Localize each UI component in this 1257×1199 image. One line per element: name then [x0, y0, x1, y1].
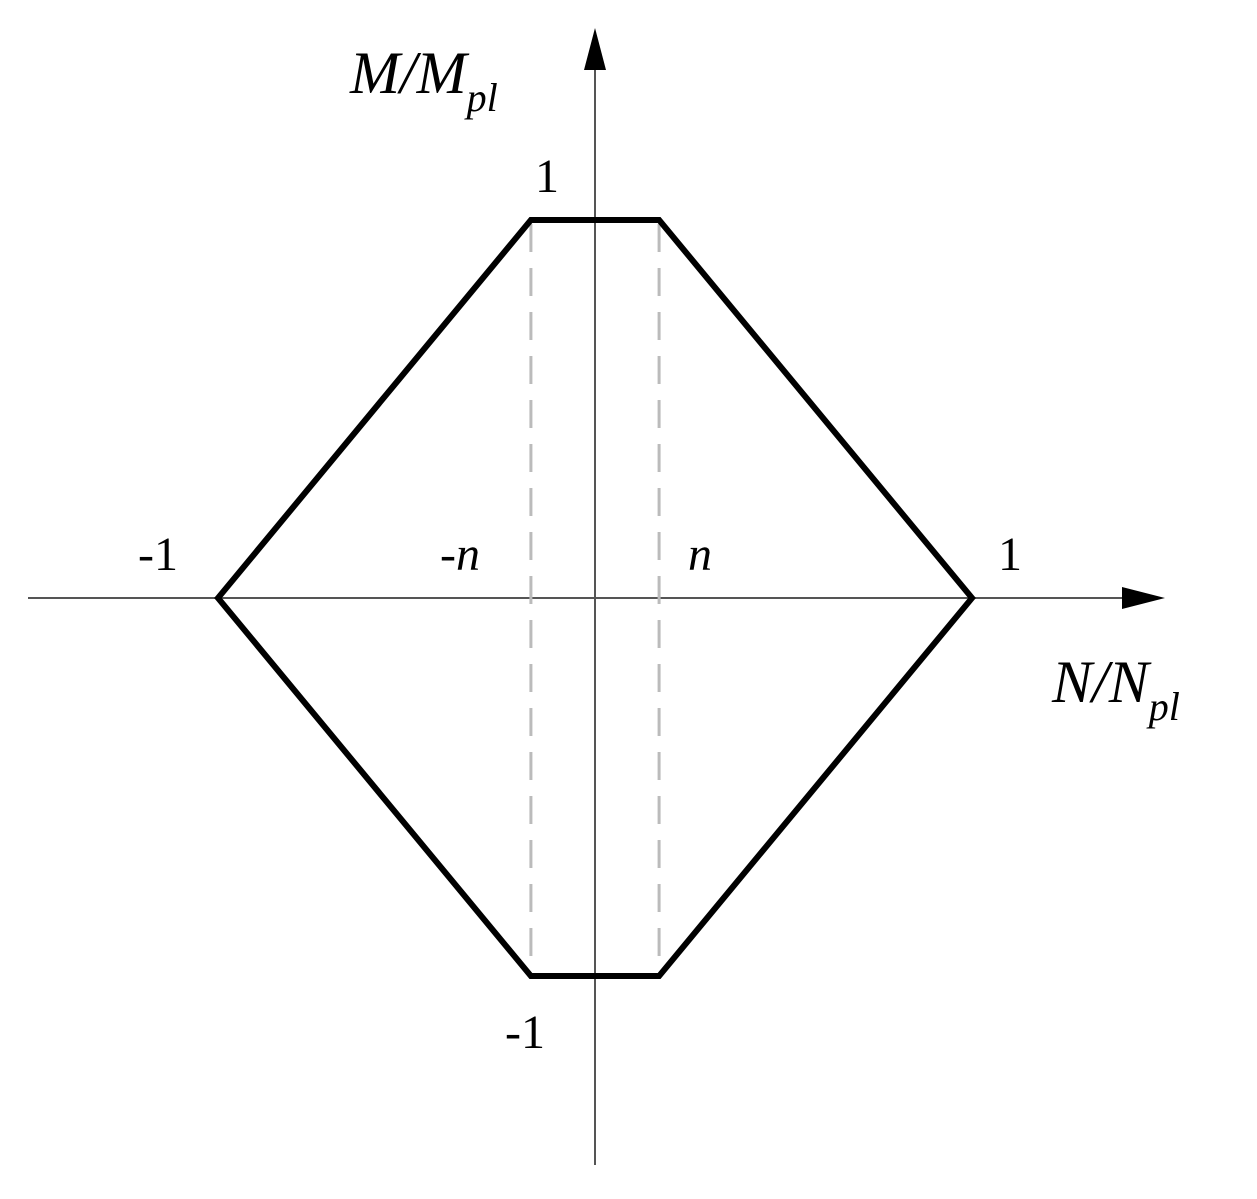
tick-label-x-right: 1 — [998, 528, 1022, 581]
tick-label-y-bottom: -1 — [505, 1006, 545, 1059]
tick-label-y-top: 1 — [535, 150, 559, 203]
y-axis-title-main: M/M — [349, 40, 470, 106]
x-axis-title-sub: pl — [1146, 684, 1180, 729]
y-axis-arrowhead — [584, 28, 606, 70]
x-axis-title: N/Npl — [1051, 649, 1180, 729]
x-axis-arrowhead — [1122, 587, 1165, 609]
y-axis-title: M/Mpl — [349, 40, 498, 120]
x-axis-title-main: N/N — [1051, 649, 1152, 715]
tick-label-x-left: -1 — [138, 528, 178, 581]
tick-label-x-pos-n: n — [688, 528, 712, 581]
interaction-outline — [214, 217, 976, 979]
y-axis-title-sub: pl — [464, 75, 498, 120]
tick-label-x-neg-n: -n — [440, 528, 480, 581]
